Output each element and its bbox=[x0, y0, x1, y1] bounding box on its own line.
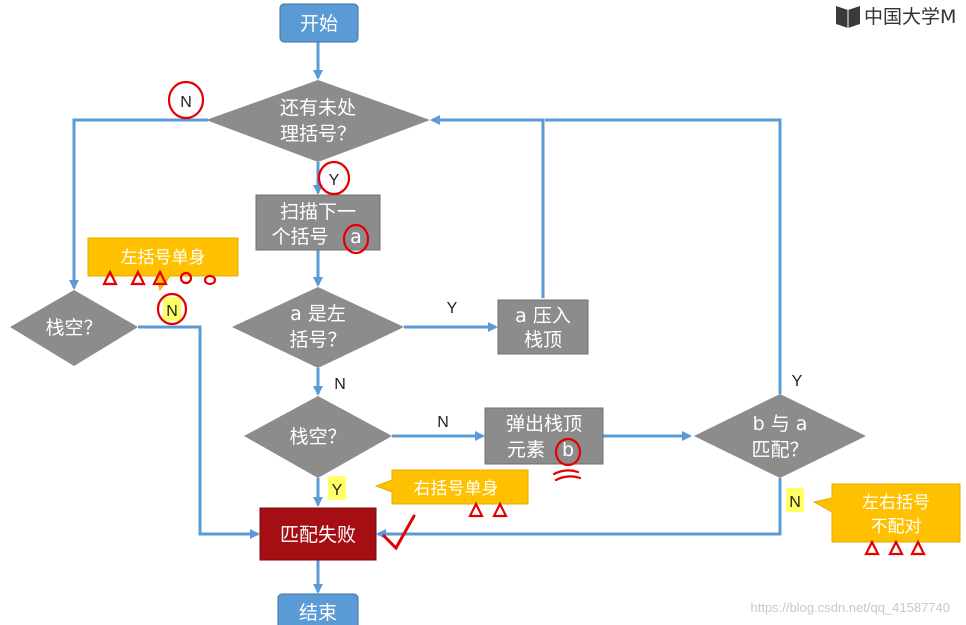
svg-text:还有未处: 还有未处 bbox=[280, 97, 356, 119]
process-push: a 压入 栈顶 bbox=[497, 299, 589, 355]
highlight-match-n bbox=[786, 488, 804, 512]
edge-label-top-n: N bbox=[180, 94, 192, 111]
edge-label-mid-stack-n: N bbox=[437, 414, 449, 431]
svg-text:匹配？: 匹配？ bbox=[751, 439, 808, 461]
edge-label-mid-stack-y: Y bbox=[332, 482, 343, 499]
connectors bbox=[69, 42, 782, 594]
edge-label-top-y: Y bbox=[329, 172, 340, 189]
svg-text:左括号单身: 左括号单身 bbox=[121, 248, 206, 268]
svg-text:a 压入: a 压入 bbox=[515, 305, 571, 327]
edge-push-loop-back bbox=[430, 115, 545, 298]
decision-stack-empty-mid: 栈空？ bbox=[244, 396, 392, 478]
callout-no-pair: 左右括号 不配对 bbox=[812, 483, 961, 543]
node-start: 开始 bbox=[279, 3, 359, 43]
edge-label-is-left-n: N bbox=[334, 376, 346, 393]
small-circle-mark-1 bbox=[179, 271, 193, 285]
handwritten-annotations bbox=[102, 80, 926, 556]
svg-text:右括号单身: 右括号单身 bbox=[414, 479, 499, 499]
circle-top-y bbox=[317, 160, 351, 196]
decision-stack-empty-left: 栈空？ bbox=[10, 290, 138, 366]
node-end: 结束 bbox=[277, 593, 359, 625]
callout-right-single: 右括号单身 bbox=[374, 469, 529, 505]
logo: 中国大学M bbox=[836, 6, 956, 28]
triangle-mark-7 bbox=[888, 539, 904, 556]
process-scan-next: 扫描下一 个括号 a bbox=[255, 194, 381, 251]
svg-text:理括号？: 理括号？ bbox=[280, 123, 356, 145]
triangle-mark-4 bbox=[468, 501, 484, 518]
process-pop: 弹出栈顶 元素 b bbox=[484, 407, 604, 465]
callout-left-single: 左括号单身 bbox=[87, 237, 239, 292]
svg-text:a: a bbox=[350, 226, 362, 248]
triangle-mark-6 bbox=[864, 539, 880, 556]
edge-match-n-to-fail bbox=[376, 478, 782, 539]
edge-label-match-y: Y bbox=[792, 373, 803, 390]
svg-text:开始: 开始 bbox=[300, 13, 338, 35]
highlight-mid-stack-y bbox=[328, 476, 346, 500]
svg-text:弹出栈顶: 弹出栈顶 bbox=[506, 413, 582, 435]
svg-text:扫描下一: 扫描下一 bbox=[280, 201, 356, 223]
edge-match-y-loop-back bbox=[545, 118, 782, 394]
svg-text:不配对: 不配对 bbox=[871, 517, 922, 537]
triangle-mark-1 bbox=[102, 269, 118, 286]
edge-left-stack-n-to-fail bbox=[138, 325, 260, 539]
edge-top-n-to-left-stack bbox=[69, 118, 208, 290]
highlight-left-stack-n bbox=[163, 297, 181, 321]
svg-text:括号？: 括号？ bbox=[289, 329, 346, 351]
svg-text:栈空？: 栈空？ bbox=[289, 426, 346, 448]
svg-text:a 是左: a 是左 bbox=[290, 303, 346, 325]
check-mark bbox=[382, 514, 416, 551]
svg-text:b 与 a: b 与 a bbox=[753, 413, 808, 435]
circle-var-a bbox=[342, 223, 370, 255]
circle-var-b bbox=[554, 437, 582, 467]
circle-top-n bbox=[167, 80, 205, 120]
book-icon bbox=[836, 6, 860, 28]
decision-is-left: a 是左 括号？ bbox=[232, 287, 404, 368]
triangle-mark-2 bbox=[130, 269, 146, 286]
scribble-under-b bbox=[552, 469, 582, 482]
svg-text:个括号: 个括号 bbox=[271, 226, 328, 248]
svg-text:匹配失败: 匹配失败 bbox=[280, 524, 356, 546]
edge-label-match-n: N bbox=[789, 494, 801, 511]
svg-text:元素: 元素 bbox=[507, 439, 545, 461]
small-circle-mark-2 bbox=[203, 274, 217, 286]
circle-left-stack-n bbox=[156, 292, 188, 326]
edge-label-left-stack-n: N bbox=[166, 303, 178, 320]
triangle-mark-8 bbox=[910, 539, 926, 556]
triangle-mark-5 bbox=[492, 501, 508, 518]
triangle-mark-3 bbox=[152, 269, 168, 286]
decision-match: b 与 a 匹配？ bbox=[694, 394, 866, 478]
svg-text:左右括号: 左右括号 bbox=[862, 493, 930, 513]
decision-has-unprocessed: 还有未处 理括号？ bbox=[206, 80, 430, 162]
svg-text:栈空？: 栈空？ bbox=[45, 317, 102, 339]
node-fail: 匹配失败 bbox=[259, 507, 377, 561]
svg-text:栈顶: 栈顶 bbox=[524, 329, 562, 351]
watermark: https://blog.csdn.net/qq_41587740 bbox=[751, 600, 951, 615]
svg-text:结束: 结束 bbox=[299, 602, 337, 624]
svg-text:b: b bbox=[562, 439, 574, 461]
edge-label-is-left-y: Y bbox=[447, 300, 458, 317]
logo-text: 中国大学M bbox=[864, 6, 956, 28]
